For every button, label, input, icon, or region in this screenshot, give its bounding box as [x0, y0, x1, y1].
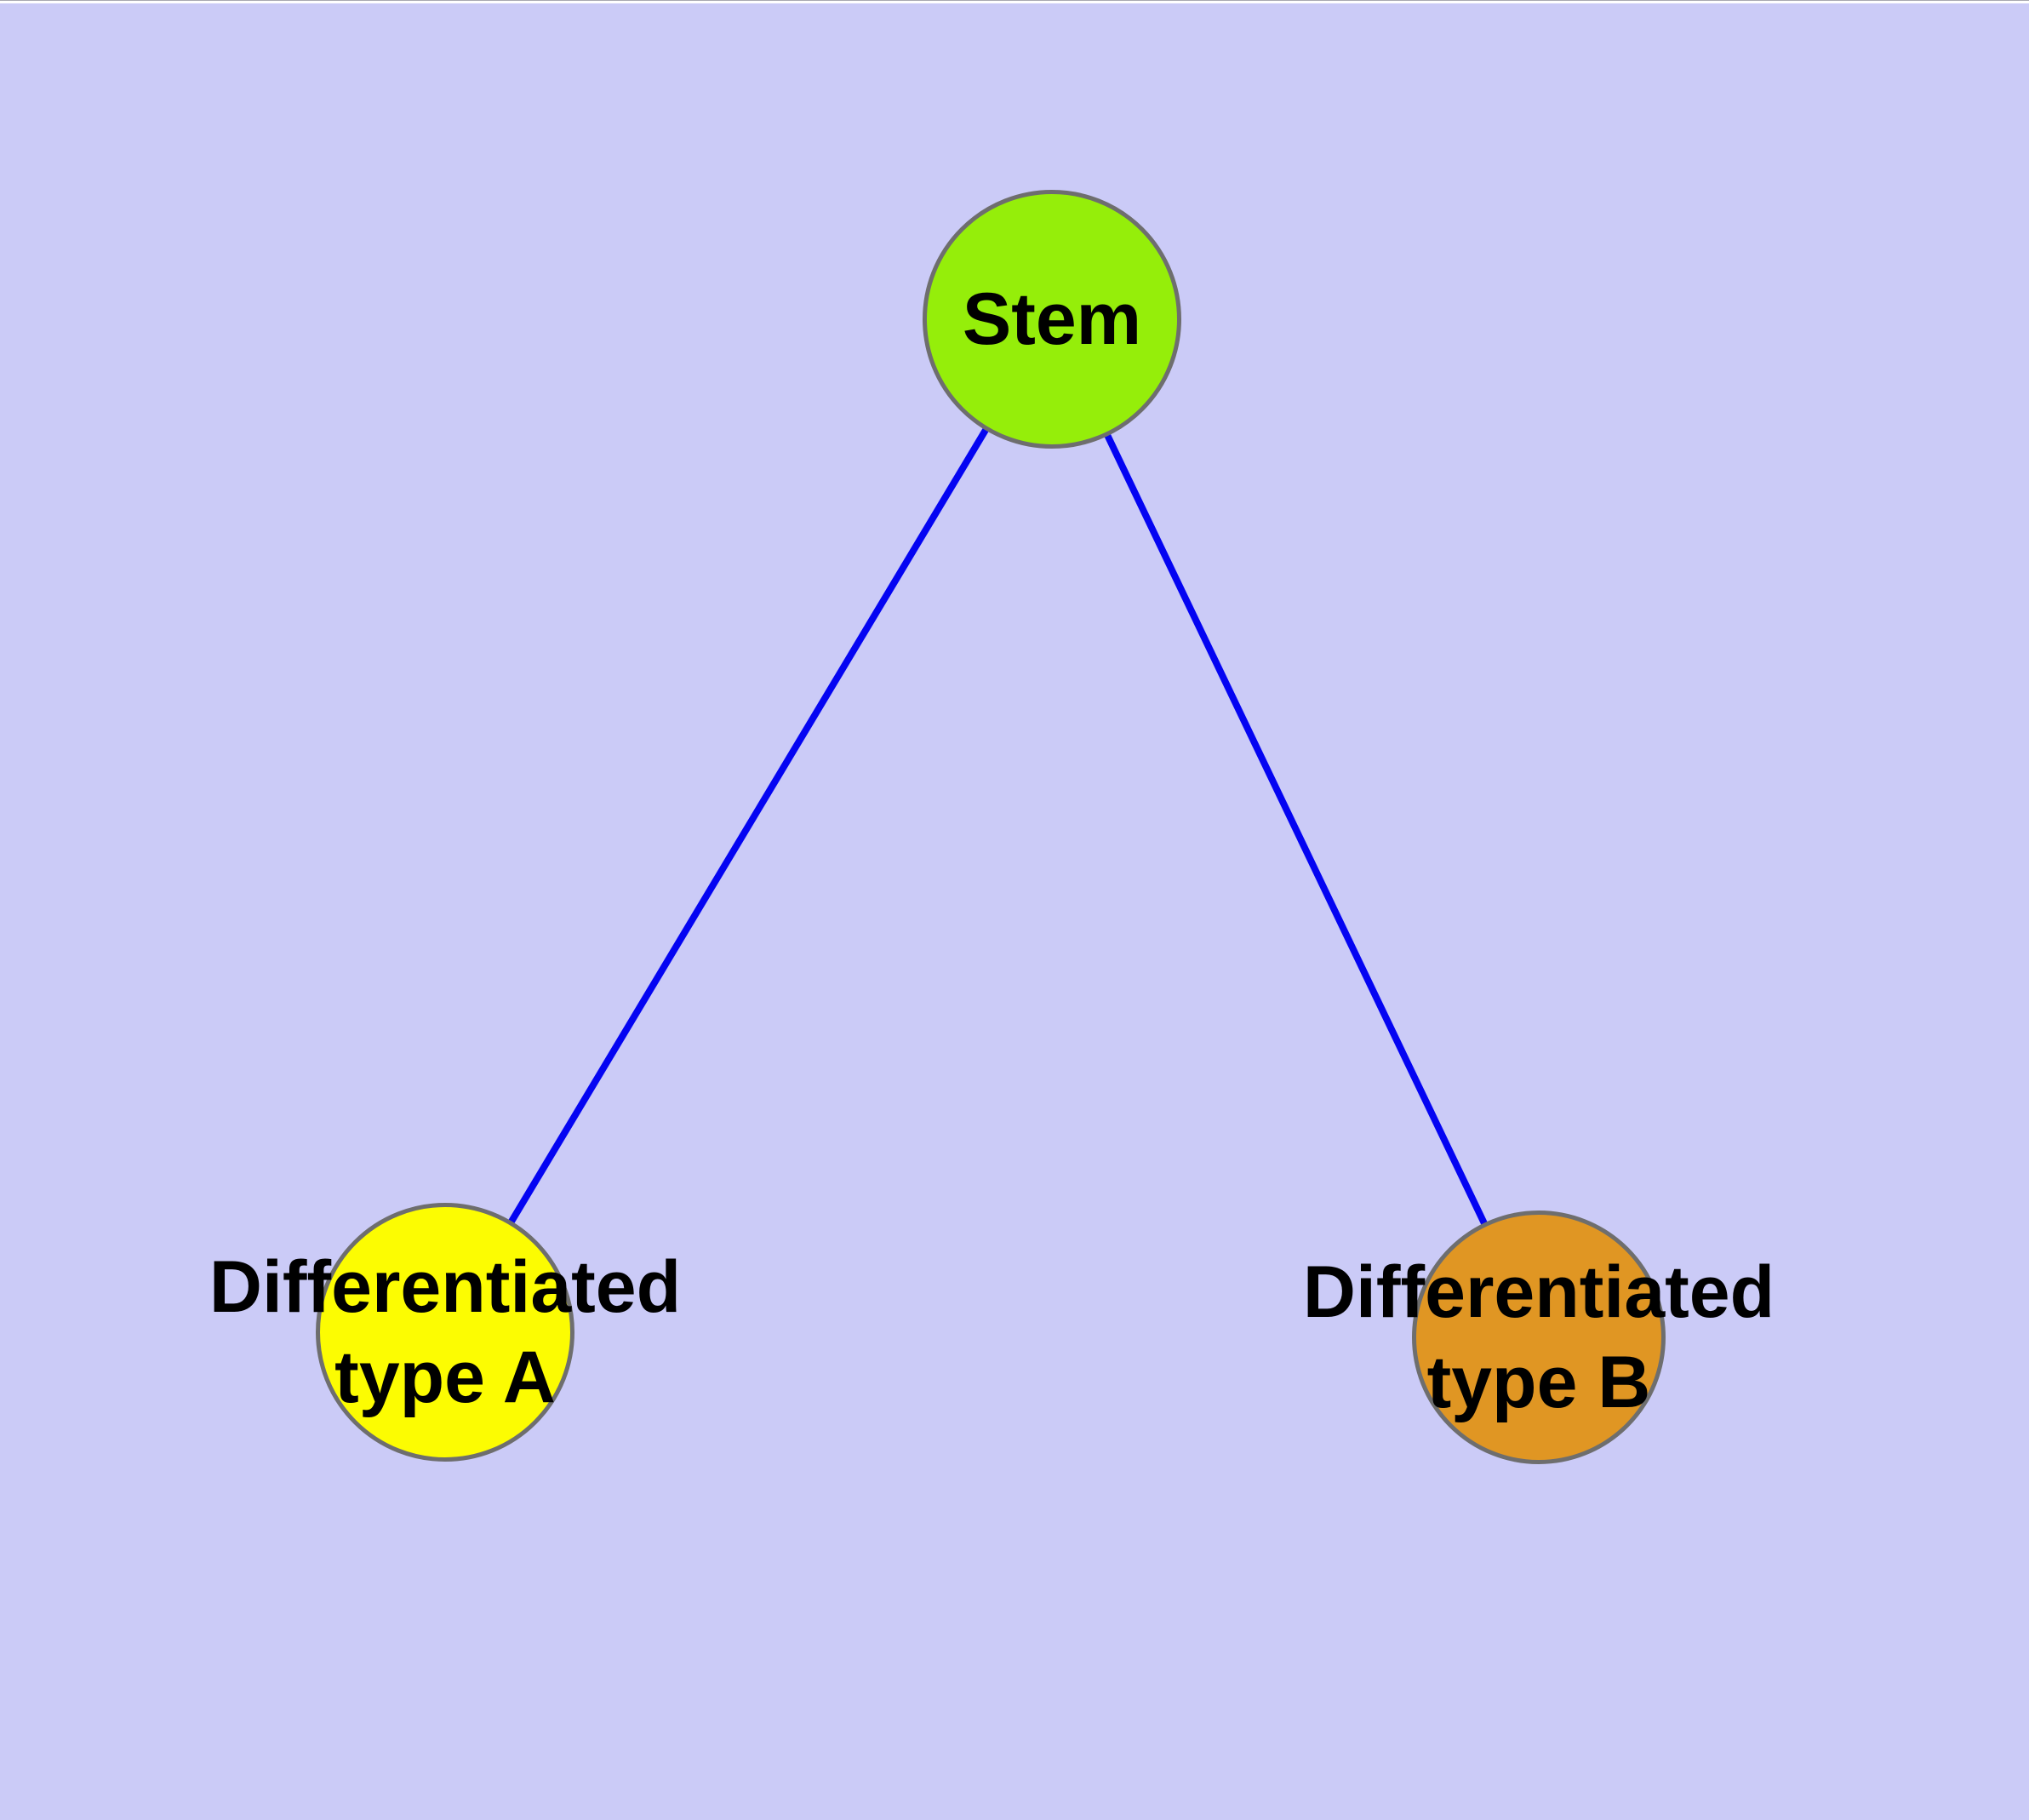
node-stem[interactable]: Stem: [923, 190, 1181, 449]
node-differentiated-type-a-circle[interactable]: [316, 1203, 574, 1462]
node-differentiated-type-b-circle[interactable]: [1412, 1210, 1666, 1464]
node-differentiated-type-b[interactable]: Differentiated type B: [1303, 1210, 1775, 1464]
edge-stem-to-type-a[interactable]: [442, 317, 1055, 1335]
edge-stem-to-type-b[interactable]: [1049, 318, 1542, 1339]
window-top-strip: [0, 0, 2029, 3]
node-stem-circle[interactable]: [923, 190, 1181, 449]
node-differentiated-type-a[interactable]: Differentiated type A: [209, 1203, 681, 1462]
